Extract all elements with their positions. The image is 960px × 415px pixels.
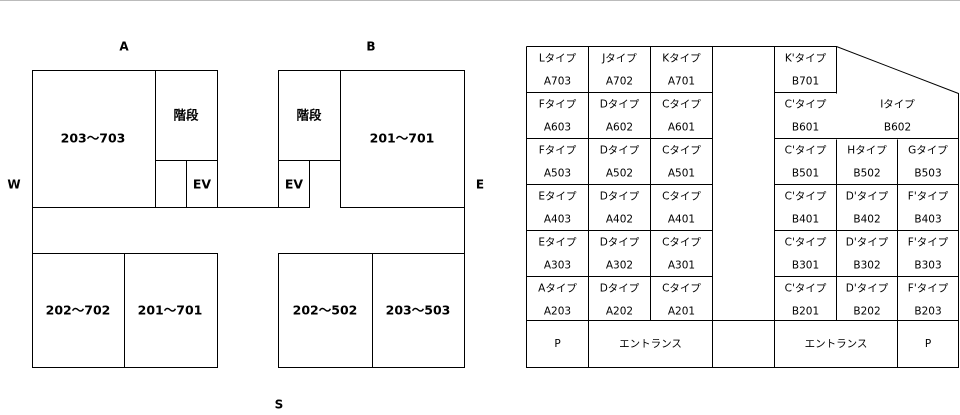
- unit-number-label: B303: [914, 260, 941, 272]
- unit-type-label: D'タイプ: [846, 283, 889, 295]
- unit-number-label: B601: [792, 122, 819, 134]
- unit-type-label: C'タイプ: [785, 191, 827, 203]
- unit-type-label: F'タイプ: [908, 237, 949, 249]
- ev-block-left: [186, 160, 218, 208]
- unit-number-label: A703: [544, 76, 571, 88]
- unit-type-label: Eタイプ: [538, 191, 577, 203]
- unit-number-label: B403: [914, 214, 941, 226]
- compass-label-e: E: [476, 178, 484, 192]
- unit-number-label: A401: [668, 214, 695, 226]
- stairs-label-right: 階段: [296, 108, 322, 123]
- unit-type-label: Dタイプ: [600, 145, 640, 157]
- parking-label-right: P: [925, 338, 931, 350]
- unit-number-label: A501: [668, 168, 695, 180]
- unit-type-label: C'タイプ: [785, 283, 827, 295]
- unit-number-label: B301: [792, 260, 819, 272]
- unit-type-label: Gタイプ: [908, 145, 948, 157]
- unit-type-label: Hタイプ: [847, 145, 887, 157]
- unit-type-label: Fタイプ: [539, 99, 577, 111]
- unit-type-label: Kタイプ: [662, 53, 701, 65]
- unit-number-label: B203: [914, 306, 941, 318]
- unit-type-label: C'タイプ: [785, 237, 827, 249]
- unit-type-label: Cタイプ: [662, 145, 701, 157]
- parking-label-left: P: [554, 338, 560, 350]
- room-block-top-right: [340, 70, 465, 208]
- unit-type-label: C'タイプ: [785, 145, 827, 157]
- unit-number-label: B701: [792, 76, 819, 88]
- room-label-bottom-1: 202～702: [46, 303, 111, 318]
- room-label-top-right: 201～701: [370, 131, 435, 146]
- unit-number-label: A303: [544, 260, 571, 272]
- unit-number-label: A601: [668, 122, 695, 134]
- unit-type-label: Iタイプ: [880, 99, 915, 111]
- unit-type-label: K'タイプ: [785, 53, 827, 65]
- unit-type-label: C'タイプ: [785, 99, 827, 111]
- room-block-bottom-2: [124, 253, 218, 368]
- unit-type-label: Dタイプ: [600, 99, 640, 111]
- unit-number-label: A503: [544, 168, 571, 180]
- room-label-bottom-4: 203～503: [386, 303, 451, 318]
- unit-number-label: A602: [606, 122, 633, 134]
- room-block-bottom-4: [372, 253, 465, 368]
- unit-type-label: Lタイプ: [539, 53, 577, 65]
- unit-type-label: Cタイプ: [662, 191, 701, 203]
- unit-number-label: A702: [606, 76, 633, 88]
- unit-type-label: Dタイプ: [600, 191, 640, 203]
- unit-number-label: B503: [914, 168, 941, 180]
- unit-number-label: A603: [544, 122, 571, 134]
- unit-type-label: Eタイプ: [538, 237, 577, 249]
- unit-number-label: A202: [606, 306, 633, 318]
- room-label-bottom-3: 202～502: [293, 303, 358, 318]
- unit-number-label: B502: [853, 168, 880, 180]
- unit-type-label: Cタイプ: [662, 99, 701, 111]
- room-label-top-left: 203～703: [61, 131, 126, 146]
- unit-number-label: B501: [792, 168, 819, 180]
- unit-number-label: B302: [853, 260, 880, 272]
- unit-number-label: B602: [884, 122, 911, 134]
- unit-type-label: Dタイプ: [600, 237, 640, 249]
- entrance-label-left: エントランス: [619, 338, 682, 350]
- entrance-label-right: エントランス: [805, 338, 868, 350]
- unit-type-label: D'タイプ: [846, 237, 889, 249]
- compass-label-b: B: [366, 40, 375, 54]
- unit-type-label: D'タイプ: [846, 191, 889, 203]
- unit-number-label: A203: [544, 306, 571, 318]
- unit-type-label: F'タイプ: [908, 283, 949, 295]
- unit-type-label: F'タイプ: [908, 191, 949, 203]
- unit-number-label: A402: [606, 214, 633, 226]
- unit-number-label: B201: [792, 306, 819, 318]
- unit-number-label: A502: [606, 168, 633, 180]
- unit-type-label: Fタイプ: [539, 145, 577, 157]
- unit-number-label: B202: [853, 306, 880, 318]
- ev-label-right: EV: [285, 177, 304, 192]
- unit-number-label: B401: [792, 214, 819, 226]
- compass-label-a: A: [119, 40, 129, 54]
- unit-number-label: A201: [668, 306, 695, 318]
- unit-type-label: Cタイプ: [662, 237, 701, 249]
- unit-number-label: B402: [853, 214, 880, 226]
- ev-block-right: [278, 160, 310, 208]
- table-outline: [526, 46, 959, 368]
- unit-type-label: Aタイプ: [538, 283, 577, 295]
- compass-label-s: S: [275, 398, 284, 412]
- compass-label-w: W: [7, 178, 20, 192]
- unit-type-label: Cタイプ: [662, 283, 701, 295]
- unit-type-label: Dタイプ: [600, 283, 640, 295]
- unit-number-label: A403: [544, 214, 571, 226]
- unit-number-label: A701: [668, 76, 695, 88]
- unit-number-label: A301: [668, 260, 695, 272]
- ev-label-left: EV: [193, 177, 212, 192]
- unit-number-label: A302: [606, 260, 633, 272]
- room-label-bottom-2: 201～701: [138, 303, 203, 318]
- stairs-label-left: 階段: [173, 108, 199, 123]
- unit-type-label: Jタイプ: [601, 53, 637, 65]
